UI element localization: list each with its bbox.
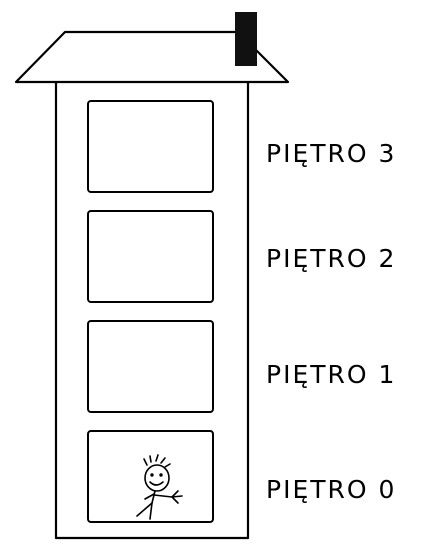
window-floor-3 xyxy=(87,100,214,193)
window-floor-2 xyxy=(87,210,214,303)
window-floor-0 xyxy=(87,430,214,523)
floor-label-3: PIĘTRO 3 xyxy=(266,139,397,168)
chimney xyxy=(235,12,257,66)
floor-label-1: PIĘTRO 1 xyxy=(266,360,397,389)
building-wall xyxy=(54,82,250,540)
floor-label-2: PIĘTRO 2 xyxy=(266,244,397,273)
window-floor-1 xyxy=(87,320,214,413)
stick-figure-person xyxy=(136,454,183,520)
floor-label-0: PIĘTRO 0 xyxy=(266,475,397,504)
